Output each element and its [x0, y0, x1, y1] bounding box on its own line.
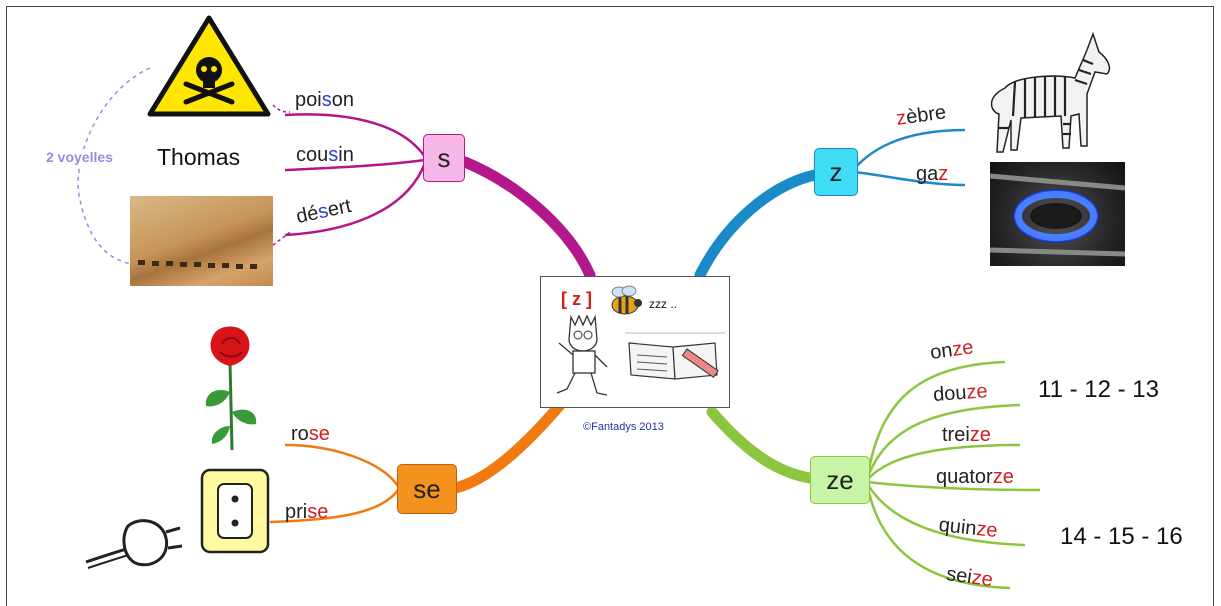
name-thomas: Thomas — [157, 144, 241, 170]
main-branch-z — [694, 169, 821, 281]
gas-flame-icon — [989, 173, 1126, 257]
node-z-label: z — [829, 156, 843, 187]
node-s: s — [423, 134, 465, 182]
main-branch-s — [459, 156, 596, 281]
sub-branch-quatorze — [867, 480, 1041, 492]
center-credit: ©Fantadys 2013 — [583, 421, 664, 433]
frame-border-top — [6, 6, 1214, 7]
main-branch-se — [449, 399, 566, 494]
plug-icon — [85, 519, 183, 569]
frame-border-left — [6, 6, 7, 606]
sub-branch-zebre — [854, 128, 966, 169]
gas-stove-picture — [989, 162, 1126, 266]
main-branch-ze — [706, 406, 816, 484]
node-z: z — [814, 148, 858, 196]
node-se: se — [397, 464, 457, 514]
rose-icon — [205, 326, 257, 451]
vowels-arc-arrow-2 — [272, 231, 291, 246]
node-se-label: se — [413, 473, 441, 504]
word-treize: treize — [942, 424, 991, 446]
word-quatorze: quatorze — [936, 466, 1014, 488]
sub-branch-rose — [284, 443, 400, 487]
vowels-arc — [77, 67, 151, 266]
sub-branch-poison — [284, 113, 427, 158]
sub-branch-treize — [867, 443, 1021, 480]
sub-branch-onze — [866, 360, 1006, 476]
wall-socket-icon — [200, 468, 270, 554]
center-image-box: [ z ] zzz .. — [540, 276, 730, 408]
sub-branch-seize — [866, 487, 1011, 590]
center-phoneme: [ z ] — [561, 289, 592, 309]
sub-branch-gaz — [854, 170, 966, 187]
word-gaz: gaz — [916, 163, 949, 185]
center-sound: zzz .. — [649, 297, 678, 311]
word-poison: poison — [295, 89, 354, 111]
word-douze: douze — [932, 380, 989, 407]
frame-border-right — [1213, 6, 1214, 606]
poison-warning-icon — [147, 15, 271, 117]
word-prise: prise — [285, 501, 329, 523]
word-rose: rose — [291, 423, 330, 445]
vowels-note: 2 voyelles — [46, 149, 113, 165]
sub-branch-cousin — [284, 158, 426, 172]
bee-icon — [611, 285, 642, 315]
node-ze: ze — [810, 456, 870, 504]
numbers-14-15-16: 14 - 15 - 16 — [1060, 523, 1183, 550]
numbers-11-12-13: 11 - 12 - 13 — [1038, 376, 1159, 403]
node-ze-label: ze — [826, 464, 854, 495]
node-s-label: s — [437, 142, 451, 173]
cartoon-boy-icon — [556, 314, 608, 396]
word-cousin: cousin — [296, 144, 354, 166]
sub-branch-douze — [866, 403, 1021, 478]
zebra-icon — [990, 31, 1111, 153]
sub-branch-quinze — [866, 484, 1026, 547]
camel-caravan-icon — [138, 260, 257, 269]
sub-branch-desert — [284, 162, 427, 237]
vowels-arc-arrow-1 — [272, 104, 291, 113]
notebook-pencil-icon — [625, 332, 725, 380]
sub-branch-prise — [269, 489, 400, 524]
desert-picture — [130, 196, 273, 286]
